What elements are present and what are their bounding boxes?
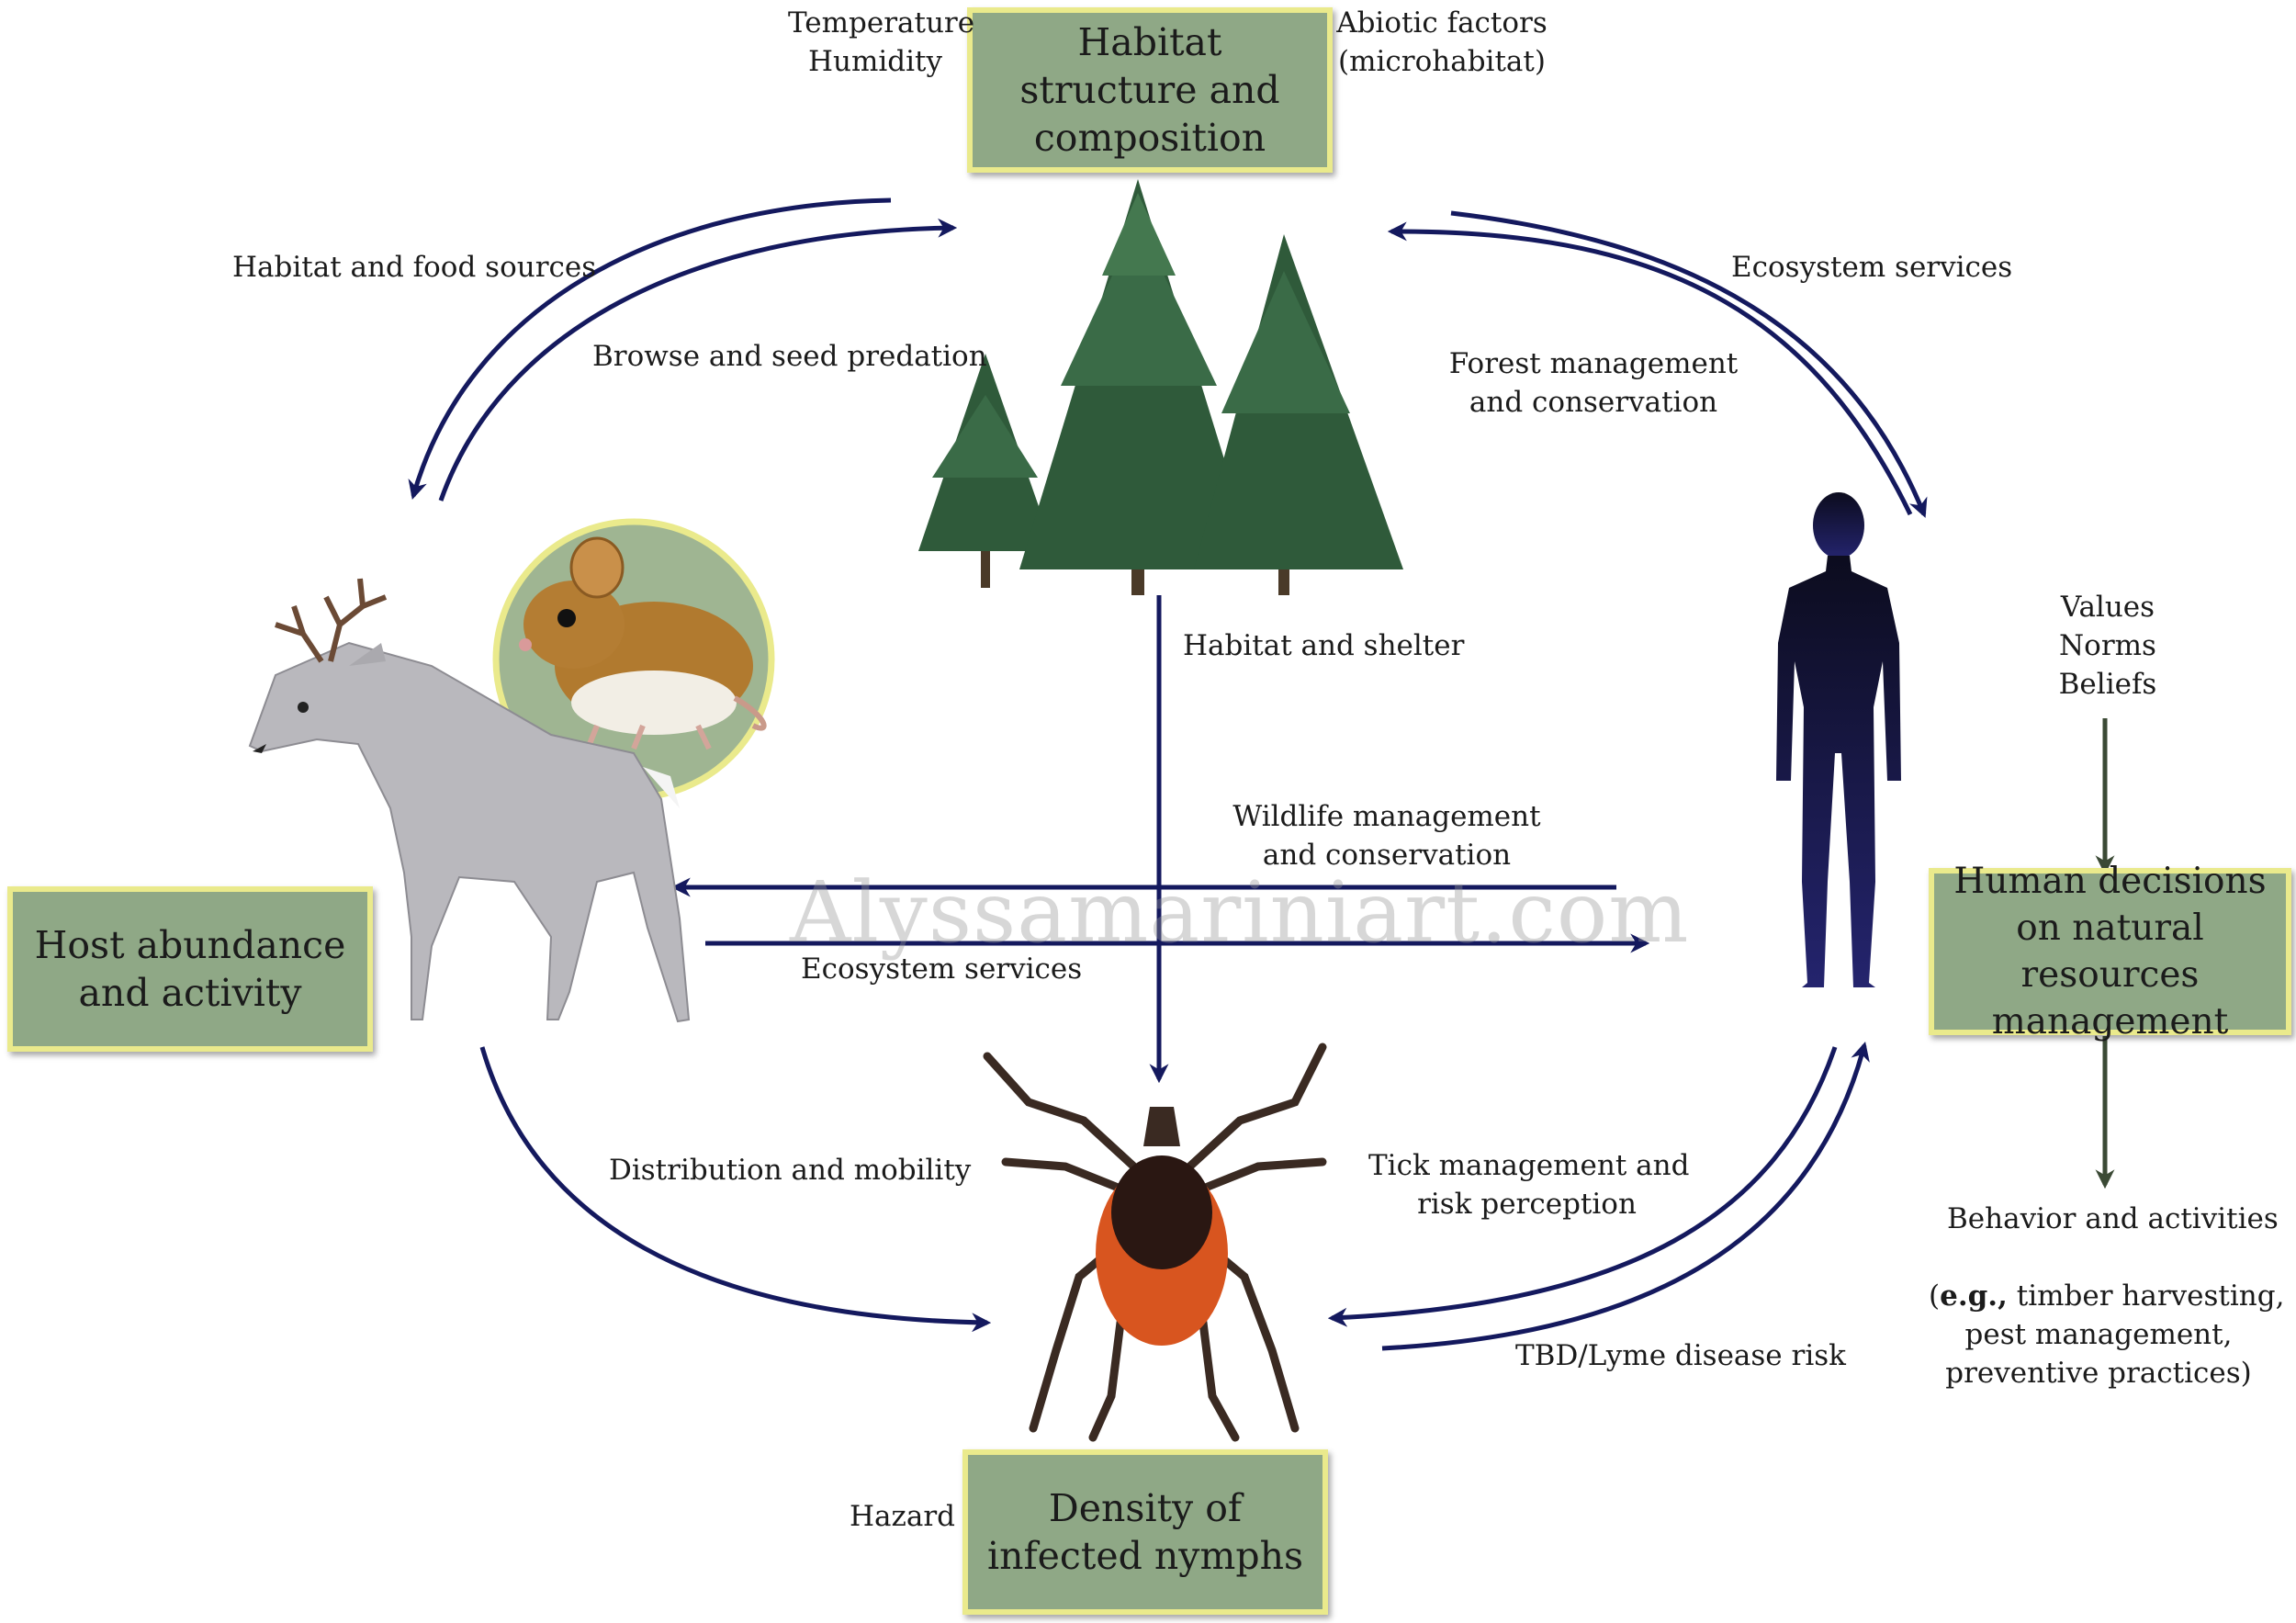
beliefs-text: Beliefs [2058,668,2157,701]
examples-line1: (e.g., timber harvesting, [1929,1279,2285,1313]
habitat-shelter-label: Habitat and shelter [1183,629,1465,662]
habitat-structure-box: Habitat structure and composition [967,7,1333,173]
forest-management-line1: Forest management [1448,347,1739,380]
arrow-habitat-food-sources [408,197,892,501]
wildlife-management-line1: Wildlife management [1232,800,1541,833]
arrow-distribution-mobility [479,1046,992,1333]
human-decisions-box: Human decisions on natural resources man… [1929,861,2291,1043]
watermark-text: Alyssamariniart.com [790,863,1690,962]
habitat-structure-label: Habitat structure and composition [1019,20,1280,160]
wildlife-management-line2: and conservation [1262,839,1512,872]
browse-seed-predation-label: Browse and seed predation [592,340,987,373]
human-silhouette-icon [1776,492,1901,987]
norms-text: Norms [2059,629,2156,662]
forest-management-line2: and conservation [1469,386,1718,419]
infected-nymphs-label: Density of infected nymphs [986,1486,1304,1578]
arrow-tbd-lyme-risk [1381,1041,1870,1351]
examples-label: (e.g., timber harvesting, pest managemen… [1929,1277,2285,1392]
temperature-humidity-label: Temperature Humidity [788,4,975,81]
forest-management-label: Forest management and conservation [1437,344,1750,422]
arrow-forest-management [1450,210,1928,518]
ecosystem-services-top-label: Ecosystem services [1731,251,2013,284]
infected-nymphs-box: Density of infected nymphs [962,1449,1328,1615]
tick-icon [983,1043,1327,1442]
temperature-text: Temperature [788,6,975,39]
values-norms-beliefs-label: Values Norms Beliefs [2011,588,2204,704]
arrow-ecosystem-services-top [1387,221,1913,516]
arrow-tick-management [1327,1046,1838,1327]
abiotic-factors-label: Abiotic factors (microhabitat) [1336,4,1548,81]
host-abundance-label: Host abundance and activity [34,923,346,1015]
habitat-food-sources-label: Habitat and food sources [232,251,597,284]
deer-icon [248,578,691,1023]
eg-bold-text: e.g., [1940,1279,2008,1313]
examples-line3: preventive practices) [1945,1357,2252,1390]
microhabitat-text: (microhabitat) [1338,45,1546,78]
ecosystem-services-mid-label: Ecosystem services [801,952,1083,986]
examples-line2: pest management, [1964,1318,2233,1351]
tick-management-label: Tick management and risk perception [1368,1146,1690,1223]
distribution-mobility-label: Distribution and mobility [609,1154,972,1187]
tbd-lyme-risk-label: TBD/Lyme disease risk [1515,1339,1846,1372]
examples-line1-text: timber harvesting, [2007,1279,2285,1313]
values-text: Values [2060,591,2155,624]
mouse-icon [492,518,775,801]
behavior-activities-label: Behavior and activities [1947,1202,2279,1235]
human-decisions-label: Human decisions on natural resources man… [1953,861,2267,1043]
hazard-label: Hazard [850,1500,955,1533]
wildlife-management-label: Wildlife management and conservation [1231,797,1543,874]
host-abundance-box: Host abundance and activity [7,886,373,1052]
tick-management-line2: risk perception [1417,1188,1637,1221]
humidity-text: Humidity [807,45,943,78]
abiotic-text: Abiotic factors [1336,6,1548,39]
tick-management-line1: Tick management and [1368,1149,1690,1182]
arrow-browse-seed-predation [438,218,958,502]
spruce-trees-icon [918,179,1403,595]
